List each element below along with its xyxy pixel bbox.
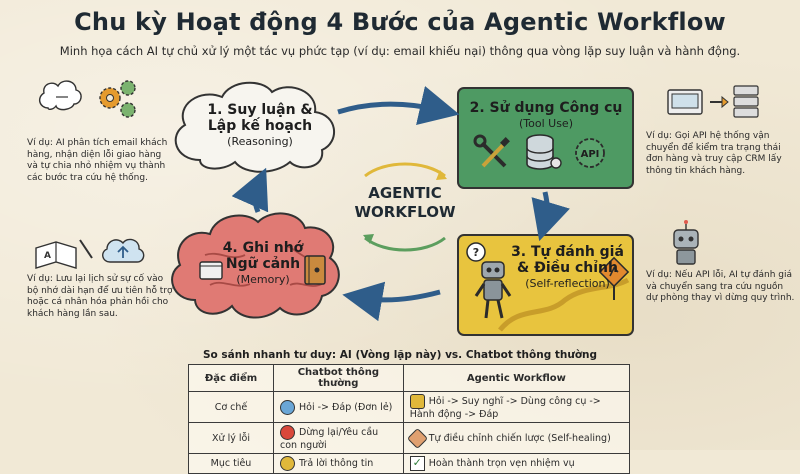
header-agentic: Agentic Workflow (402, 364, 631, 392)
paper-background (0, 0, 800, 450)
table-row: Cơ chế Hỏi -> Đáp (Đơn lẻ) Hỏi -> Suy ng… (188, 391, 631, 423)
table-header-row: Đặc điểm Chatbot thông thường Agentic Wo… (188, 364, 631, 392)
row-2-agentic-text: Tự điều chỉnh chiến lược (Self-healing) (428, 432, 611, 444)
road-sign-icon (598, 256, 630, 300)
step-3-english: (Self-reflection) (525, 277, 610, 291)
checkbox-icon: ✓ (409, 456, 425, 471)
step-2-label: 2. Sử dụng Công cụ (Tool Use) (462, 100, 630, 131)
step-4-title: 4. Ghi nhớ (222, 240, 304, 256)
step-2-english: (Tool Use) (519, 117, 573, 131)
flow-icon (409, 394, 425, 409)
header-chatbot: Chatbot thông thường (273, 364, 404, 392)
row-2-chatbot-text: Dừng lại/Yêu cầu con người (280, 427, 379, 451)
database-icon (526, 134, 562, 170)
step-1-title: 1. Suy luận & (207, 102, 313, 118)
center-title: AGENTIC WORKFLOW (350, 184, 460, 222)
speech-bubble-icon (280, 456, 295, 471)
cloud-upload-icon (102, 238, 145, 263)
row-1-feature: Cơ chế (188, 391, 274, 423)
thought-cloud-icon (38, 80, 82, 111)
gears-icon (99, 80, 136, 118)
robot-error-icon (673, 220, 699, 265)
step-2-example: Ví dụ: Gọi API hệ thống vận chuyển để ki… (646, 131, 782, 177)
row-3-agentic: ✓Hoàn thành trọn vẹn nhiệm vụ (402, 453, 631, 474)
notebook-icon (304, 255, 326, 285)
step-1-label: 1. Suy luận & Lập kế hoạch (Reasoning) (198, 102, 322, 149)
step-2-box: API (457, 87, 634, 189)
cycle-arrows (231, 86, 570, 322)
step-1-example: Ví dụ: AI phân tích email khách hàng, nh… (27, 138, 168, 184)
page-subtitle: Minh họa cách AI tự chủ xử lý một tác vụ… (59, 44, 741, 58)
row-3-agentic-text: Hoàn thành trọn vẹn nhiệm vụ (428, 458, 575, 469)
step-2-title: 2. Sử dụng Công cụ (469, 100, 623, 116)
row-2-feature: Xử lý lỗi (188, 422, 274, 454)
step-4-subtitle: Ngữ cảnh (225, 256, 301, 273)
center-cycle-arrows (363, 162, 447, 252)
page-title: Chu kỳ Hoạt động 4 Bước của Agentic Work… (74, 8, 726, 36)
step-3-box: ? (457, 234, 634, 336)
table-row: Xử lý lỗi Dừng lại/Yêu cầu con người Tự … (188, 422, 631, 454)
header-feature: Đặc điểm (188, 364, 274, 392)
svg-text:?: ? (473, 246, 479, 259)
robot-icon: ? (466, 242, 512, 319)
step-3-example: Ví dụ: Nếu API lỗi, AI tự đánh giá và ch… (646, 270, 795, 304)
row-3-chatbot: Trả lời thông tin (273, 453, 404, 474)
comparison-title: So sánh nhanh tư duy: AI (Vòng lặp này) … (202, 349, 598, 361)
row-1-chatbot: Hỏi -> Đáp (Đơn lẻ) (273, 391, 404, 423)
chat-bubbles-icon (280, 399, 295, 415)
table-row: Mục tiêu Trả lời thông tin ✓Hoàn thành t… (188, 453, 631, 474)
file-folder-icon (199, 261, 223, 280)
row-3-feature: Mục tiêu (188, 453, 274, 474)
row-2-chatbot: Dừng lại/Yêu cầu con người (273, 422, 404, 454)
diagram-art: API ? (35, 80, 759, 336)
row-3-chatbot-text: Trả lời thông tin (299, 458, 374, 469)
svg-text:A: A (44, 251, 51, 261)
wrench-screwdriver-icon (473, 134, 510, 168)
row-1-chatbot-text: Hỏi -> Đáp (Đơn lẻ) (299, 401, 393, 413)
step-1-english: (Reasoning) (227, 135, 293, 149)
row-1-agentic: Hỏi -> Suy nghĩ -> Dùng công cụ -> Hành … (402, 391, 631, 423)
step-4-brain (171, 212, 340, 319)
center-title-line1: AGENTIC (368, 184, 442, 202)
center-title-line2: WORKFLOW (354, 202, 456, 221)
step-3-label: 3. Tự đánh giá & Điều chỉnh (Self-reflec… (510, 244, 625, 291)
step-4-english: (Memory) (236, 273, 290, 287)
api-icon: API (575, 138, 605, 168)
stop-icon (280, 425, 295, 440)
step-3-subtitle: & Điều chỉnh (517, 260, 618, 277)
step-3-title: 3. Tự đánh giá (511, 244, 624, 260)
step-1-subtitle: Lập kế hoạch (207, 118, 313, 135)
step-4-example: Ví dụ: Lưu lại lịch sử sự cố vào bộ nhớ … (27, 274, 173, 320)
server-icon (667, 85, 759, 118)
row-1-agentic-text: Hỏi -> Suy nghĩ -> Dùng công cụ -> Hành … (409, 396, 601, 420)
bandage-icon (406, 427, 428, 449)
row-2-agentic: Tự điều chỉnh chiến lược (Self-healing) (402, 422, 631, 454)
book-icon: A (35, 239, 93, 269)
comparison-table: Đặc điểm Chatbot thông thường Agentic Wo… (188, 364, 631, 474)
step-4-label: 4. Ghi nhớ Ngữ cảnh (Memory) (220, 240, 306, 287)
svg-text:API: API (581, 149, 600, 160)
